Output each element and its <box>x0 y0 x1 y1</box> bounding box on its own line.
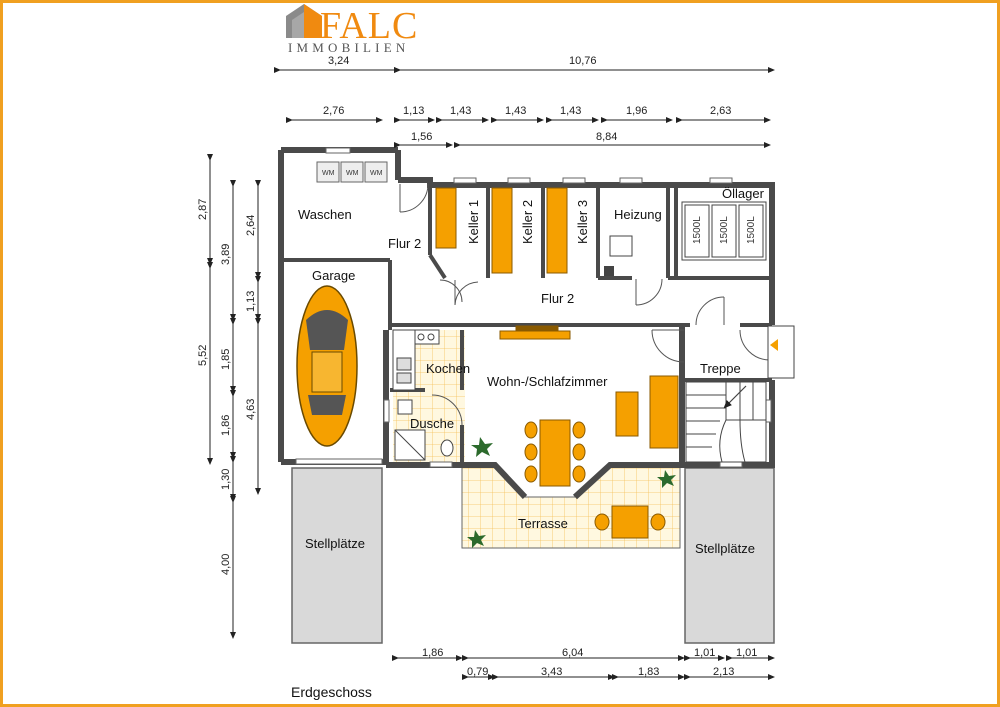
dim-label: 8,84 <box>596 131 617 143</box>
dim-label: 3,24 <box>328 55 349 67</box>
room-label-wohn: Wohn-/Schlafzimmer <box>487 374 608 389</box>
dim-label: 5,52 <box>197 345 209 366</box>
dim-label: 1,13 <box>245 291 257 312</box>
dim-label: 1,30 <box>220 469 232 490</box>
dim-label: 1,56 <box>411 131 432 143</box>
room-label-stellplaetze-left: Stellplätze <box>305 536 365 551</box>
room-label-oellager: Öllager <box>722 186 765 201</box>
brand-subtitle: IMMOBILIEN <box>288 40 410 55</box>
wm-label: WM <box>370 170 383 177</box>
washing-machines: WM WM WM <box>316 161 388 183</box>
brand-name: FALC <box>320 5 419 47</box>
room-label-stellplaetze-right: Stellplätze <box>695 541 755 556</box>
cellar-shelves <box>435 187 568 274</box>
dim-label: 6,04 <box>562 647 583 659</box>
wm-label: WM <box>346 170 359 177</box>
tank-label: 1500L <box>746 216 757 244</box>
oil-tanks: 1500L 1500L 1500L <box>681 201 767 261</box>
dim-label: 2,87 <box>197 199 209 220</box>
room-label-keller3: Keller 3 <box>575 200 590 244</box>
car-icon <box>296 285 358 447</box>
tank-label: 1500L <box>692 216 703 244</box>
plant-icon <box>467 437 676 548</box>
dim-label: 4,00 <box>220 554 232 575</box>
dim-label: 1,43 <box>505 105 526 117</box>
entrance <box>767 325 795 379</box>
dim-label: 4,63 <box>245 399 257 420</box>
room-label-flur2-b: Flur 2 <box>541 291 574 306</box>
dim-label: 3,89 <box>220 244 232 265</box>
dim-label: 1,86 <box>422 647 443 659</box>
room-label-garage: Garage <box>312 268 355 283</box>
dimension-lines <box>207 67 775 680</box>
dim-label: 1,13 <box>403 105 424 117</box>
dim-label: 2,64 <box>245 215 257 236</box>
chimney <box>604 266 614 276</box>
dim-label: 0,79 <box>467 666 488 678</box>
dim-label: 2,63 <box>710 105 731 117</box>
staircase <box>685 381 767 463</box>
dim-label: 3,43 <box>541 666 562 678</box>
dim-label: 1,43 <box>560 105 581 117</box>
house-logo-icon <box>286 4 322 38</box>
dim-label: 1,96 <box>626 105 647 117</box>
dim-label: 1,43 <box>450 105 471 117</box>
shower <box>394 399 454 461</box>
room-label-dusche: Dusche <box>410 416 454 431</box>
room-label-flur2-a: Flur 2 <box>388 236 421 251</box>
parking-left <box>291 467 383 644</box>
room-label-terrasse: Terrasse <box>518 516 568 531</box>
dim-label: 1,01 <box>736 647 757 659</box>
room-label-keller1: Keller 1 <box>466 200 481 244</box>
door-swings <box>399 183 771 426</box>
tank-label: 1500L <box>719 216 730 244</box>
heating-unit <box>609 235 633 257</box>
dim-label: 2,76 <box>323 105 344 117</box>
room-label-treppe: Treppe <box>700 361 741 376</box>
room-label-keller2: Keller 2 <box>520 200 535 244</box>
dim-label: 10,76 <box>569 55 597 67</box>
floor-label: Erdgeschoss <box>291 684 372 700</box>
wm-label: WM <box>322 170 335 177</box>
kitchen-counter <box>392 329 440 391</box>
room-label-waschen: Waschen <box>298 207 352 222</box>
room-label-kochen: Kochen <box>426 361 470 376</box>
dim-label: 1,01 <box>694 647 715 659</box>
dim-label: 1,86 <box>220 415 232 436</box>
inner-walls <box>281 185 772 465</box>
living-furniture <box>499 325 679 539</box>
dim-label: 1,85 <box>220 349 232 370</box>
room-label-heizung: Heizung <box>614 207 662 222</box>
dim-label: 2,13 <box>713 666 734 678</box>
windows <box>295 147 772 468</box>
dim-label: 1,83 <box>638 666 659 678</box>
